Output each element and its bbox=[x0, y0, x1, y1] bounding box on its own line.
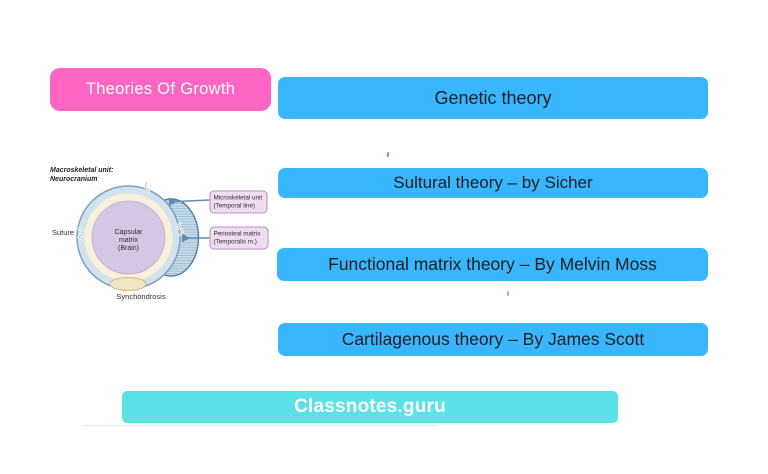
capsular-matrix-label-line3: (Brain) bbox=[118, 245, 139, 252]
brain-shape bbox=[91, 200, 166, 275]
diagram-heading-line2: Neurocranium bbox=[50, 176, 97, 183]
callout-microskeletal: Microskeletal unit (Temporal line) bbox=[209, 190, 268, 214]
callout-periosteal: Periosteal matrix (Temporalis m.) bbox=[209, 226, 269, 250]
theory-bar-cartilagenous: Cartilagenous theory – By James Scott bbox=[278, 323, 708, 356]
theory-bar-sutural: Sultural theory – by Sicher bbox=[278, 168, 708, 198]
callout1-line2: (Temporal line) bbox=[214, 203, 256, 210]
diagram-heading-line1: Macroskeletal unit: bbox=[50, 167, 113, 174]
synchondrosis-label: Synchondrosis bbox=[116, 292, 165, 301]
callout-arrows bbox=[168, 197, 211, 243]
stray-green-mark bbox=[506, 290, 510, 297]
theory-bar-genetic: Genetic theory bbox=[278, 77, 708, 119]
suture-cracks bbox=[76, 181, 185, 243]
skull-diagram-svg: Macroskeletal unit: Neurocranium Capsula… bbox=[50, 167, 269, 301]
stray-pink-mark bbox=[386, 151, 390, 158]
capsular-matrix-label-line1: Capsular bbox=[114, 229, 143, 236]
capsular-matrix-label-line2: matrix bbox=[119, 237, 139, 244]
synchondrosis-shape bbox=[109, 277, 147, 291]
title-theories-of-growth: Theories Of Growth bbox=[50, 68, 271, 111]
callout1-line1: Microskeletal unit bbox=[214, 195, 263, 202]
footer-divider-line bbox=[83, 425, 437, 426]
theory-bar-functional-matrix: Functional matrix theory – By Melvin Mos… bbox=[277, 248, 708, 281]
callout2-line1: Periosteal matrix bbox=[214, 231, 262, 238]
footer-classnotes-bar: Classnotes.guru bbox=[122, 391, 618, 423]
callout2-line2: (Temporalis m.) bbox=[214, 239, 257, 246]
suture-label: Suture bbox=[52, 228, 74, 237]
skull-growth-diagram: Macroskeletal unit: Neurocranium Capsula… bbox=[40, 158, 275, 308]
